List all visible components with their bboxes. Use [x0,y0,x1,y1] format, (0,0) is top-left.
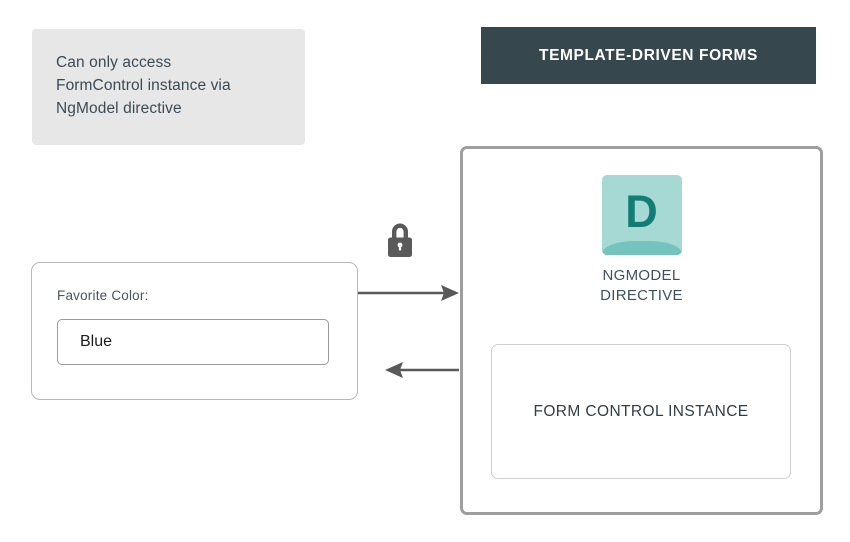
favorite-color-form-card: Favorite Color: Blue [31,262,358,400]
banner-title: TEMPLATE-DRIVEN FORMS [539,46,758,64]
ngmodel-directive-label: NGMODEL DIRECTIVE [600,267,683,304]
favorite-color-label: Favorite Color: [57,288,149,303]
template-driven-forms-panel: D NGMODEL DIRECTIVE FORM CONTROL INSTANC… [460,146,823,515]
access-note-text: Can only access FormControl instance via… [56,54,231,117]
arrow-control-to-form [385,362,459,378]
favorite-color-input-value: Blue [80,333,113,350]
directive-icon-band [601,241,682,255]
directive-icon-letter: D [625,185,658,237]
form-control-instance-box: FORM CONTROL INSTANCE [491,344,791,479]
arrow-form-to-directive [358,285,459,301]
favorite-color-input[interactable]: Blue [57,319,329,365]
directive-icon: D [601,175,682,255]
access-note-callout: Can only access FormControl instance via… [32,29,305,145]
lock-icon [383,219,417,261]
template-driven-forms-banner: TEMPLATE-DRIVEN FORMS [481,27,816,84]
ngmodel-directive-block: D NGMODEL DIRECTIVE [463,175,820,306]
form-control-instance-label: FORM CONTROL INSTANCE [533,402,749,420]
